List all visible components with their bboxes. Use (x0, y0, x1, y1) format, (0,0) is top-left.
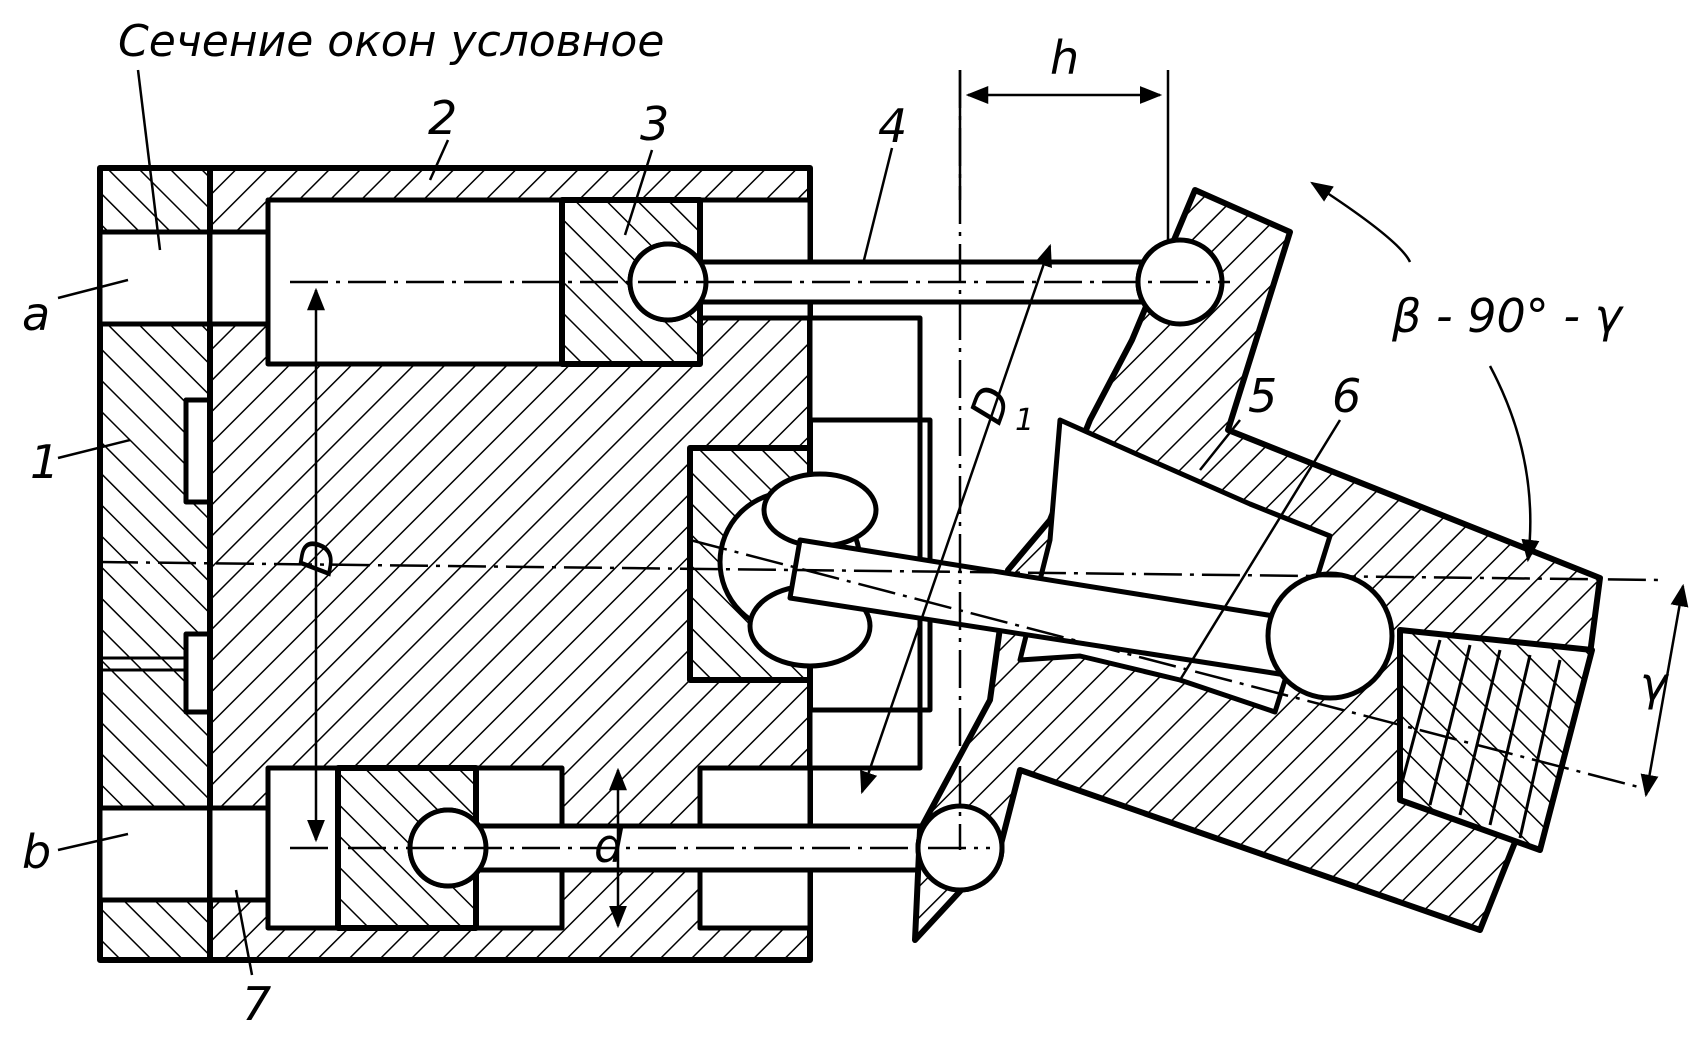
dimension-D1 (860, 243, 1052, 795)
dim-label-gamma: γ (1640, 657, 1670, 711)
part-label-3: 3 (640, 97, 669, 151)
leader-lines (57, 69, 1342, 976)
dim-label-d: d (594, 819, 624, 873)
dimension-beta (1310, 181, 1540, 563)
title-note: Сечение окон условное (118, 16, 664, 67)
dimension-h (958, 70, 1170, 240)
port-b-window (97, 805, 213, 903)
dim-label-D1: D (959, 379, 1022, 431)
part-label-5: 5 (1248, 369, 1277, 423)
port-a-window (97, 229, 213, 327)
distributor-housing (97, 165, 219, 963)
part-label-7: 7 (242, 977, 271, 1031)
dim-label-h: h (1050, 31, 1079, 85)
port-label-a: a (22, 287, 50, 341)
dim-label-beta: β - 90° - γ (1391, 289, 1625, 343)
dimension-gamma (1640, 583, 1689, 798)
part-label-1: 1 (30, 435, 59, 489)
dim-label-D1-sub: 1 (1015, 403, 1034, 438)
port-label-b: b (22, 825, 51, 879)
part-label-2: 2 (428, 91, 457, 145)
part-label-6: 6 (1332, 369, 1361, 423)
part-label-4: 4 (878, 99, 907, 153)
